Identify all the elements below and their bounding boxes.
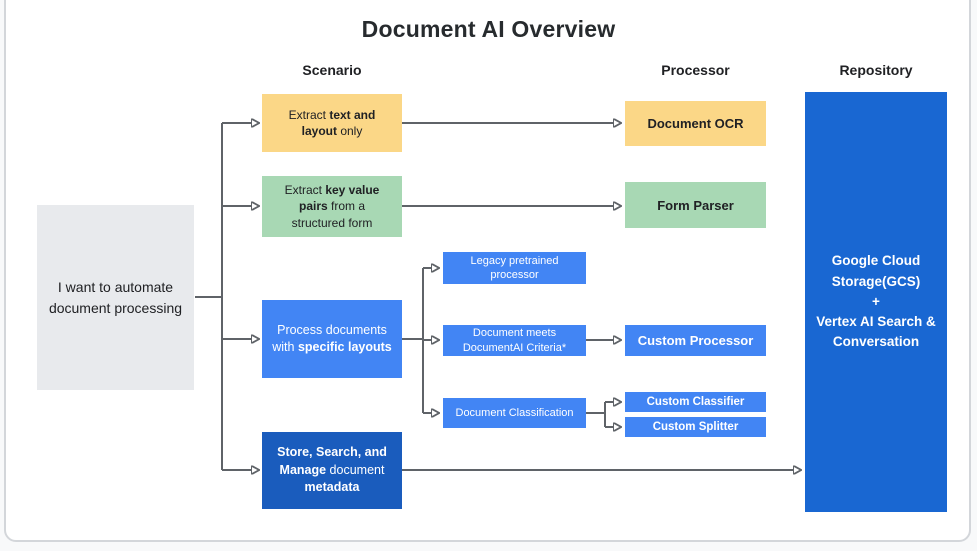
processor-custom-splitter: Custom Splitter bbox=[625, 417, 766, 437]
repository-node-label: Google Cloud Storage(GCS) + Vertex AI Se… bbox=[814, 251, 938, 352]
branch-documentai-criteria-label: Document meets DocumentAI Criteria* bbox=[462, 327, 567, 354]
text-segment-bold: text and layout bbox=[301, 107, 376, 138]
repository-line-plus: + bbox=[872, 293, 880, 309]
branch-documentai-criteria: Document meets DocumentAI Criteria* bbox=[443, 325, 586, 356]
scenario-extract-key-value-label: Extract key value pairs from a structure… bbox=[276, 182, 388, 231]
text-segment-bold: Store, Search, and Manage bbox=[277, 445, 387, 477]
processor-custom-splitter-label: Custom Splitter bbox=[652, 421, 739, 433]
repository-line-gcs: Google Cloud Storage(GCS) bbox=[831, 253, 921, 289]
scenario-specific-layouts-label: Process documents with specific layouts bbox=[270, 322, 394, 357]
scenario-specific-layouts: Process documents with specific layouts bbox=[262, 300, 402, 378]
start-node: I want to automate document processing bbox=[37, 205, 194, 390]
processor-form-parser-label: Form Parser bbox=[657, 197, 734, 213]
scenario-extract-text-layout-label: Extract text and layout only bbox=[274, 107, 390, 139]
branch-legacy-pretrained: Legacy pretrained processor bbox=[443, 252, 586, 284]
text-segment-bold: key value pairs bbox=[298, 183, 380, 214]
text-segment-bold: metadata bbox=[304, 480, 360, 495]
text-segment: Process documents with bbox=[272, 322, 387, 355]
repository-node: Google Cloud Storage(GCS) + Vertex AI Se… bbox=[805, 92, 947, 512]
column-header-processor: Processor bbox=[661, 62, 730, 78]
page-title: Document AI Overview bbox=[361, 16, 616, 42]
processor-form-parser: Form Parser bbox=[625, 182, 766, 228]
column-header-repository: Repository bbox=[839, 62, 913, 78]
text-segment: Extract bbox=[288, 107, 330, 122]
scenario-extract-key-value: Extract key value pairs from a structure… bbox=[262, 176, 402, 237]
scenario-store-search-manage-label: Store, Search, and Manage document metad… bbox=[272, 444, 392, 497]
start-node-label: I want to automate document processing bbox=[48, 279, 183, 316]
branch-document-classification: Document Classification bbox=[443, 398, 586, 428]
branch-document-classification-label: Document Classification bbox=[455, 407, 574, 419]
processor-document-ocr-label: Document OCR bbox=[647, 116, 744, 131]
scenario-store-search-manage: Store, Search, and Manage document metad… bbox=[262, 432, 402, 509]
processor-custom-classifier: Custom Classifier bbox=[625, 392, 766, 412]
processor-document-ocr: Document OCR bbox=[625, 101, 766, 146]
text-segment: document bbox=[326, 462, 385, 477]
text-segment-bold: specific layouts bbox=[297, 340, 392, 354]
column-header-scenario: Scenario bbox=[302, 62, 362, 78]
processor-custom-processor: Custom Processor bbox=[625, 325, 766, 356]
processor-custom-classifier-label: Custom Classifier bbox=[646, 396, 745, 408]
repository-line-vertex: Vertex AI Search & Conversation bbox=[816, 314, 936, 350]
text-segment: Extract bbox=[284, 183, 326, 198]
text-segment: from a structured form bbox=[291, 199, 373, 230]
branch-legacy-pretrained-label: Legacy pretrained processor bbox=[470, 254, 559, 281]
text-segment: only bbox=[336, 124, 363, 138]
scenario-extract-text-layout: Extract text and layout only bbox=[262, 94, 402, 152]
processor-custom-processor-label: Custom Processor bbox=[637, 333, 754, 348]
